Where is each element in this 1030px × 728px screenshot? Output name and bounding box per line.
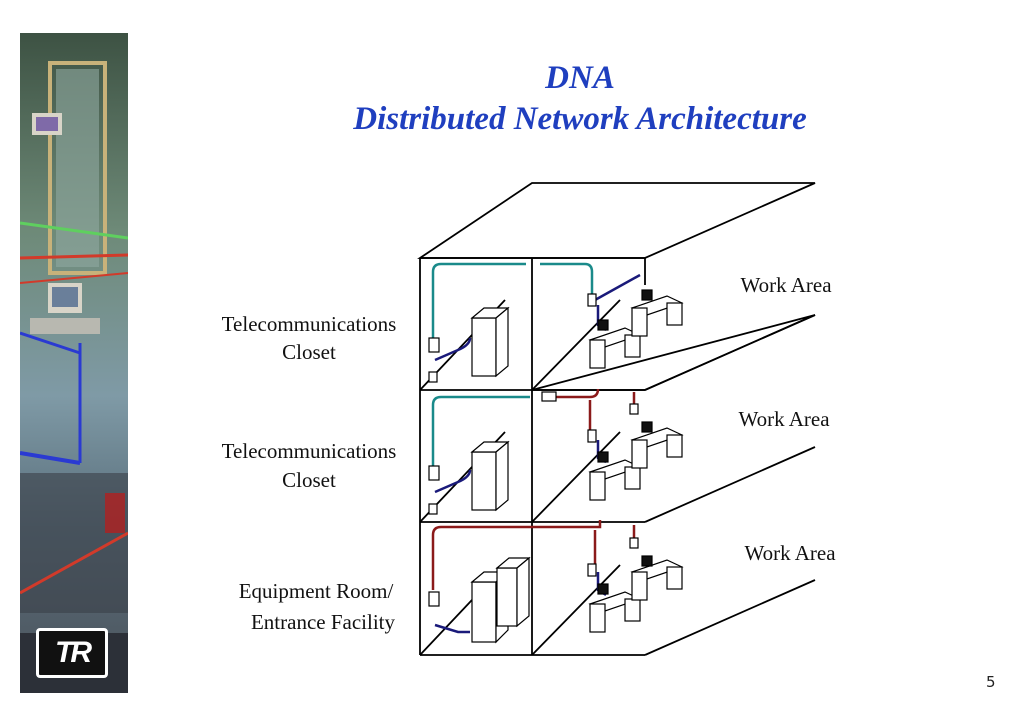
desk-f2-a	[588, 451, 642, 501]
closet-racks	[428, 293, 639, 644]
floor3-left-label-line2: Entrance Facility	[251, 610, 396, 634]
floor2-left-label-line2: Closet	[282, 468, 336, 492]
desk-f1-b	[630, 289, 684, 337]
floor3-right-label: Work Area	[744, 541, 836, 565]
floor1-right-label: Work Area	[740, 273, 832, 297]
page-number: 5	[986, 673, 996, 691]
slide-title: DNA	[545, 60, 615, 96]
floor1-left-label-line1: Telecommunications	[222, 312, 397, 336]
slide-subtitle: Distributed Network Architecture	[353, 101, 807, 137]
floor2-left-label-line1: Telecommunications	[222, 439, 397, 463]
floor1-left-label-line2: Closet	[282, 340, 336, 364]
logo-text: TR	[55, 636, 92, 669]
floor3-left-label-line1: Equipment Room/	[239, 579, 394, 603]
company-logo: TR	[36, 628, 108, 678]
workstations	[588, 289, 684, 633]
floor2-right-label: Work Area	[738, 407, 830, 431]
desk-f3-b	[630, 555, 684, 601]
desk-f2-b	[630, 421, 684, 469]
desk-f3-a	[588, 583, 642, 633]
